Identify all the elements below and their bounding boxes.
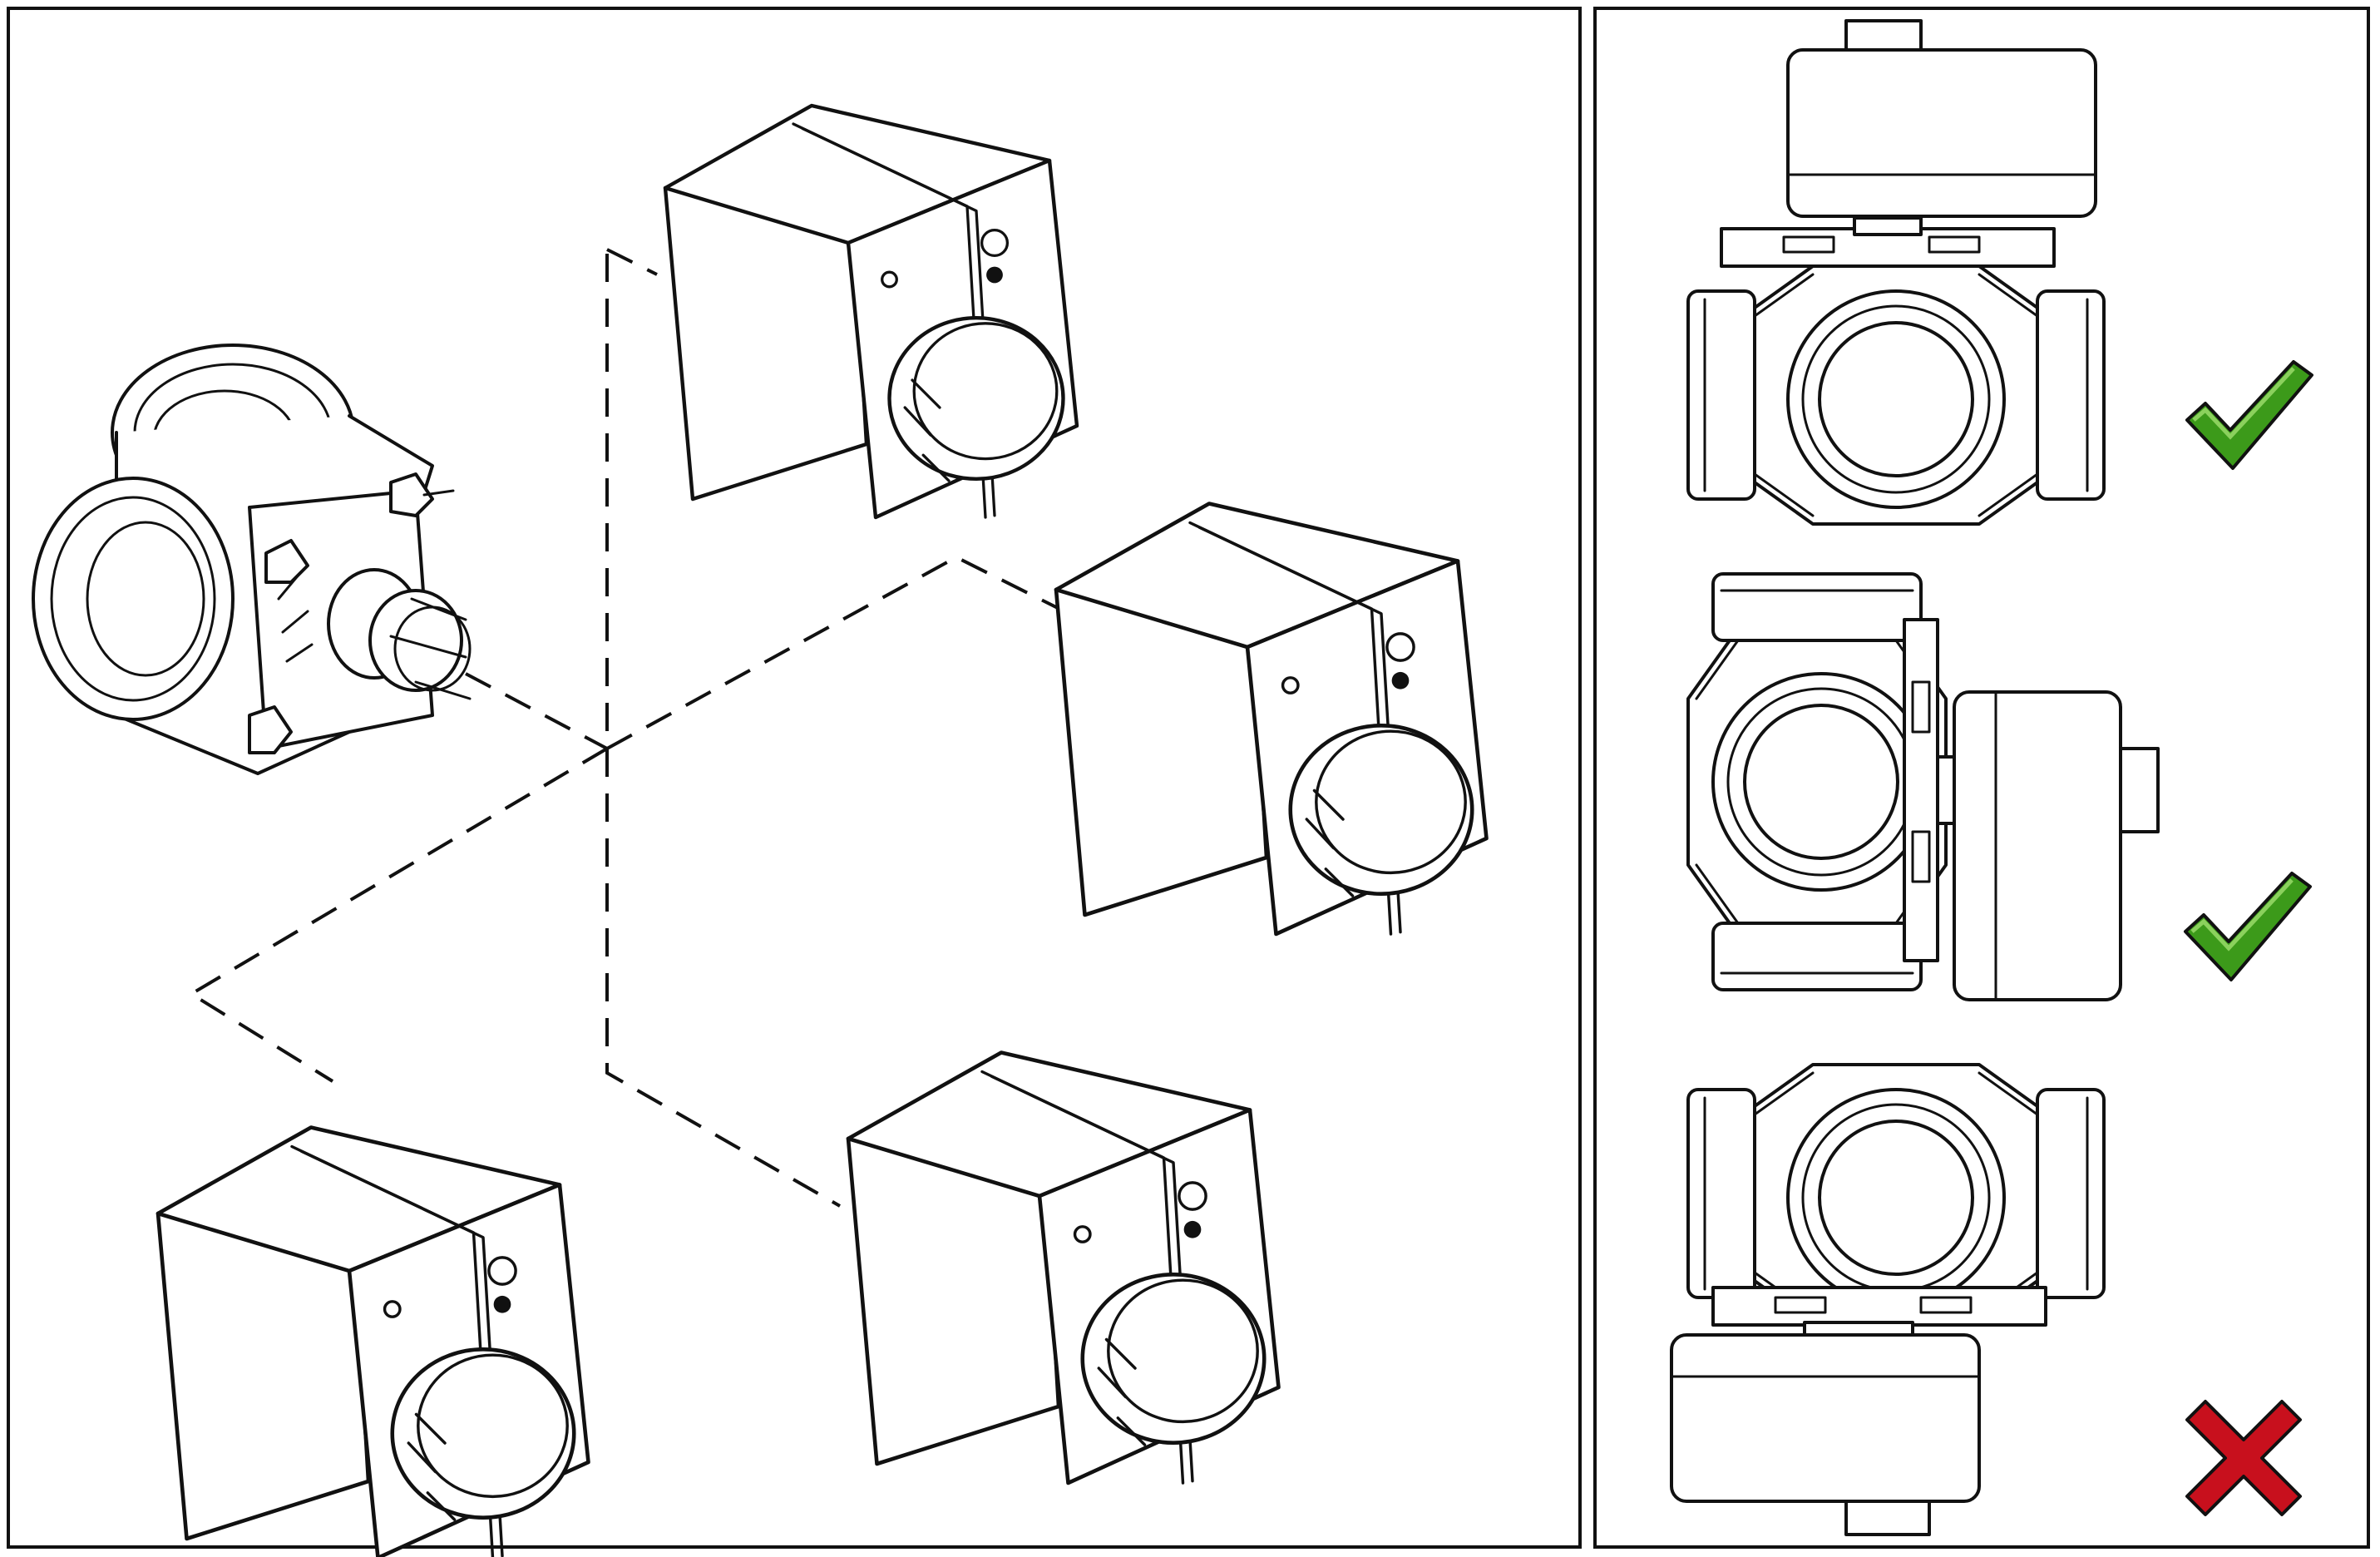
orientation-actuator-below	[1670, 1063, 2302, 1536]
orientation-actuator-above	[1686, 19, 2312, 526]
actuator-position-top	[665, 106, 1077, 517]
valve-with-coupling	[32, 344, 472, 775]
actuator-position-right	[1056, 504, 1487, 935]
actuator-position-bottom-right	[848, 1053, 1279, 1484]
orientation-actuator-side	[1686, 572, 2310, 1001]
actuator-position-bottom-left	[158, 1128, 589, 1557]
